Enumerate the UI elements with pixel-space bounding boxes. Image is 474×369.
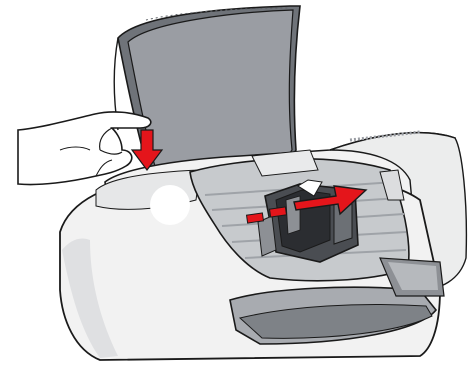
power-button-highlight: [150, 185, 190, 225]
